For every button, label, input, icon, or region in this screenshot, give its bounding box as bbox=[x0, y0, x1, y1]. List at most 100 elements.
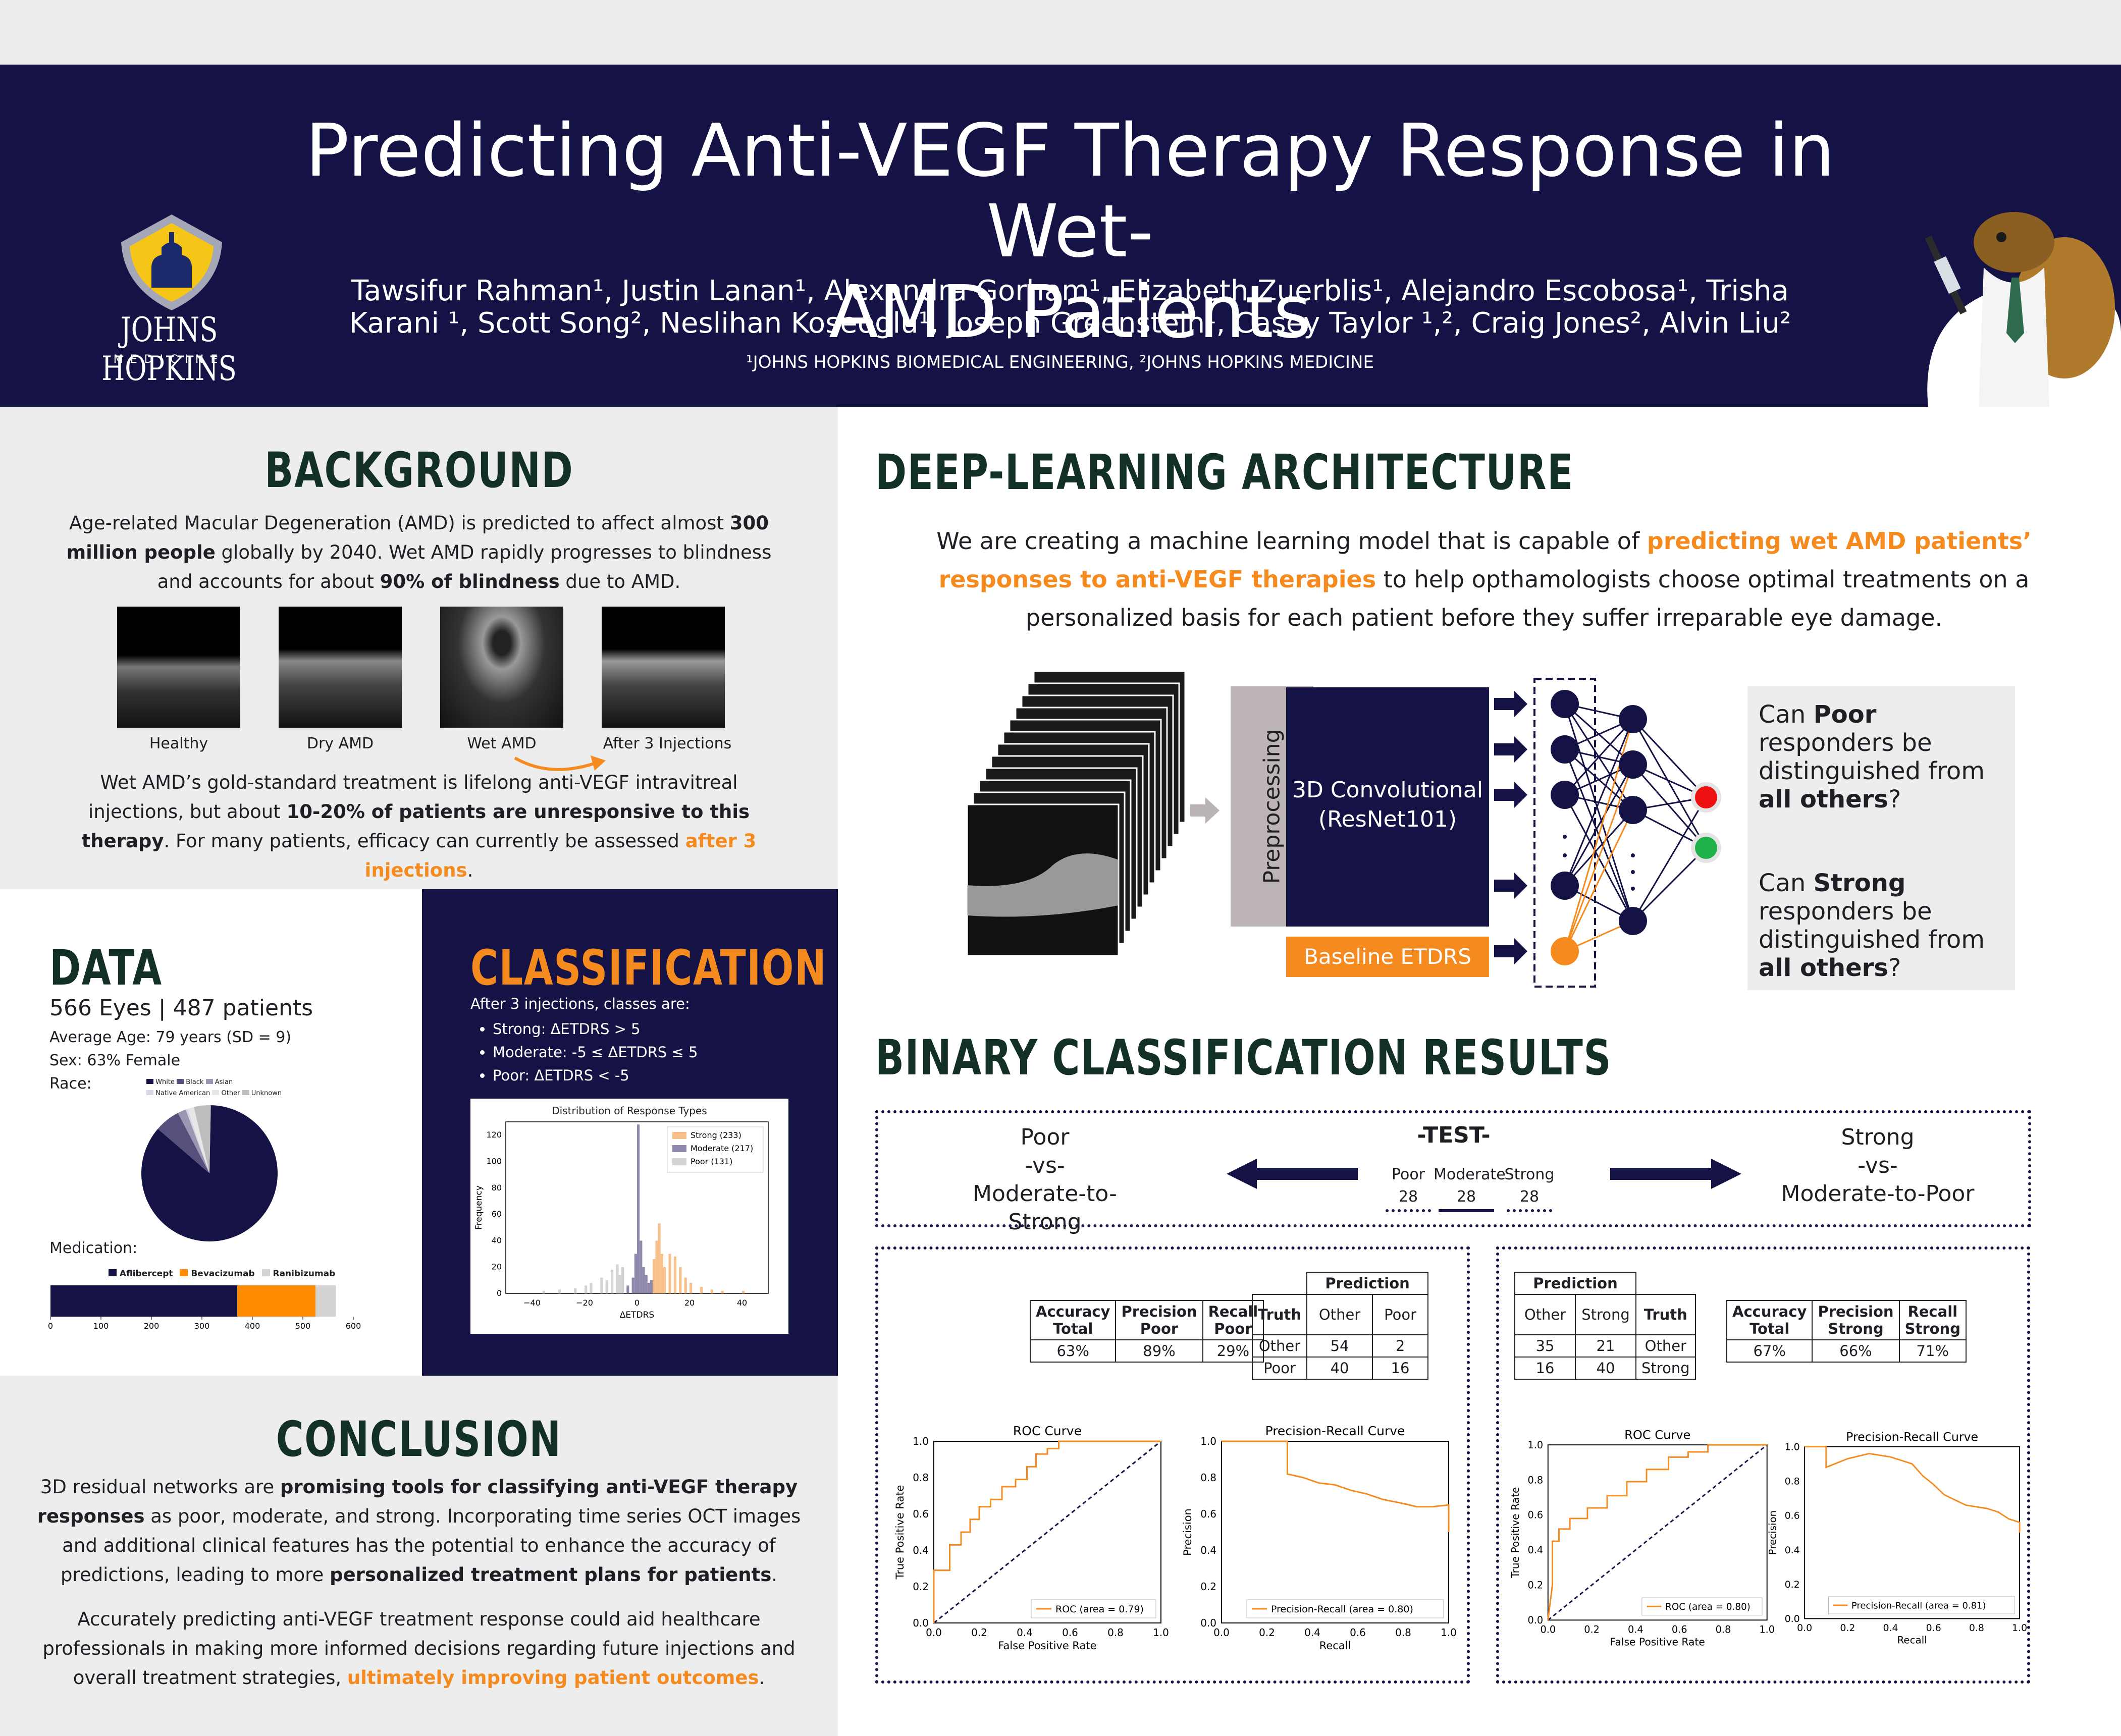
nn-out-edge-3-1 bbox=[1632, 847, 1707, 922]
curve-ytick-5: 1.0 bbox=[1528, 1439, 1544, 1451]
curve-title: Precision-Recall Curve bbox=[1846, 1430, 1978, 1444]
histogram-bar-1-5 bbox=[642, 1267, 645, 1293]
nn-edge-4-1 bbox=[1564, 764, 1634, 952]
oct-stack-icon bbox=[966, 670, 1186, 957]
nn-dot-1 bbox=[1563, 853, 1567, 857]
nn-hidden-dot-0 bbox=[1631, 853, 1635, 857]
curve-xtick-0: 0.0 bbox=[1797, 1622, 1812, 1634]
pangolin-doctor-icon bbox=[1925, 212, 2121, 407]
nn-edge-0-3 bbox=[1564, 703, 1634, 921]
medication-tick-label-4: 400 bbox=[245, 1321, 260, 1331]
curve-ytick-2: 0.4 bbox=[1528, 1544, 1544, 1556]
curve-ytick-5: 1.0 bbox=[1200, 1435, 1216, 1447]
curve-xtick-5: 1.0 bbox=[2012, 1622, 2027, 1634]
background-heading: BACKGROUND bbox=[264, 442, 574, 499]
histogram-bar-2-12 bbox=[721, 1290, 724, 1293]
histogram-bar-0-1 bbox=[558, 1289, 561, 1293]
question-poor: Can Poor responders be distinguished fro… bbox=[1759, 700, 1985, 813]
curve-line bbox=[1222, 1440, 1450, 1532]
histogram-bar-1-3 bbox=[637, 1124, 640, 1293]
histogram-bar-2-5 bbox=[668, 1254, 671, 1293]
right-title: Strong-vs-Moderate-to-Poor bbox=[1781, 1124, 1975, 1207]
race-slice-0 bbox=[141, 1105, 278, 1241]
hopkins-shield-icon bbox=[121, 214, 222, 310]
curve-diagonal bbox=[933, 1440, 1161, 1624]
histogram-bar-0-3 bbox=[585, 1285, 588, 1293]
nn-edge-2-0 bbox=[1564, 718, 1634, 796]
oct-image-healthy bbox=[117, 607, 240, 728]
authors: Tawsifur Rahman¹, Justin Lanan¹, Alexand… bbox=[349, 275, 1791, 340]
nn-out-edge-1-1 bbox=[1632, 764, 1707, 848]
histogram-ytick-0: 0 bbox=[497, 1288, 502, 1298]
arrow-right-icon bbox=[1610, 1159, 1741, 1189]
curve-xtick-1: 0.2 bbox=[1259, 1626, 1275, 1639]
nn-edge-3-1 bbox=[1564, 764, 1634, 886]
histogram-bar-2-8 bbox=[684, 1277, 687, 1293]
curve-xtick-2: 0.4 bbox=[1017, 1626, 1033, 1639]
curve-ylabel: Precision bbox=[1767, 1510, 1778, 1555]
classification-list: Strong: ΔETDRS > 5 Moderate: -5 ≤ ΔETDRS… bbox=[493, 1017, 698, 1087]
nn-hidden-node-0 bbox=[1619, 705, 1647, 733]
conv-label-line2: (ResNet101) bbox=[1318, 806, 1457, 832]
curve-ytick-4: 0.8 bbox=[913, 1472, 929, 1484]
logo-subtext: MEDICINE bbox=[113, 353, 225, 366]
histogram-xtick-0: −40 bbox=[523, 1298, 541, 1308]
histogram-bar-2-6 bbox=[673, 1256, 676, 1293]
left-roc-chart: ROC Curve0.00.00.20.20.40.40.60.60.80.81… bbox=[894, 1424, 1169, 1652]
arrow-to-preprocessing-icon bbox=[1190, 797, 1219, 824]
curve-ytick-3: 0.6 bbox=[1200, 1508, 1216, 1520]
nn-input-arrow-1 bbox=[1494, 736, 1527, 763]
curve-ytick-0: 0.0 bbox=[1200, 1617, 1216, 1629]
histogram-bar-2-7 bbox=[679, 1267, 682, 1293]
curve-xtick-0: 0.0 bbox=[1540, 1623, 1556, 1635]
histogram-ytick-1: 20 bbox=[492, 1262, 502, 1272]
curve-line bbox=[1547, 1444, 1767, 1620]
curve-legend-label: Precision-Recall (area = 0.81) bbox=[1851, 1601, 1986, 1611]
curve-title: ROC Curve bbox=[1624, 1428, 1690, 1442]
preprocessing-label: Preprocessing bbox=[1259, 729, 1285, 884]
label-after-injections: After 3 Injections bbox=[603, 735, 732, 752]
left-pr-chart: Precision-Recall Curve0.00.00.20.20.40.4… bbox=[1182, 1424, 1457, 1652]
curve-frame bbox=[1547, 1444, 1768, 1621]
right-column bbox=[838, 407, 2121, 1736]
histogram-bar-0-4 bbox=[590, 1283, 593, 1293]
curve-line bbox=[933, 1440, 1161, 1623]
histogram-bar-1-2 bbox=[634, 1254, 637, 1293]
histogram-legend-swatch-0 bbox=[672, 1132, 686, 1139]
medication-tick-label-6: 600 bbox=[346, 1321, 361, 1331]
curve-ytick-1: 0.2 bbox=[1528, 1580, 1544, 1591]
medication-segment-0 bbox=[50, 1285, 237, 1317]
histogram-xtick-3: 20 bbox=[684, 1298, 695, 1308]
nn-output-node-red bbox=[1695, 786, 1717, 808]
nn-hidden-node-3 bbox=[1619, 907, 1647, 935]
histogram-legend-label-0: Strong (233) bbox=[691, 1130, 741, 1140]
curve-xtick-0: 0.0 bbox=[926, 1626, 942, 1639]
questions-box: Can Poor responders be distinguished fro… bbox=[1747, 686, 2015, 990]
curve-frame bbox=[1221, 1441, 1449, 1623]
race-label: Race: bbox=[49, 1075, 92, 1093]
nn-hidden-node-1 bbox=[1619, 750, 1647, 779]
histogram-bar-0-10 bbox=[621, 1267, 624, 1293]
histogram-legend-swatch-1 bbox=[672, 1145, 686, 1152]
histogram-ytick-4: 80 bbox=[492, 1183, 502, 1192]
nn-input-arrow-2 bbox=[1494, 782, 1527, 808]
oct-image-row: Healthy Dry AMD Wet AMD After 3 Injectio… bbox=[0, 607, 838, 771]
curve-xtick-1: 0.2 bbox=[1840, 1622, 1855, 1634]
curve-ytick-1: 0.2 bbox=[1785, 1579, 1800, 1590]
class-poor: Poor: ΔETDRS < -5 bbox=[493, 1064, 698, 1087]
curve-legend-label: ROC (area = 0.79) bbox=[1055, 1604, 1144, 1615]
histogram-bar-2-10 bbox=[700, 1286, 703, 1293]
curve-ytick-5: 1.0 bbox=[1785, 1441, 1800, 1452]
histogram-bar-0-5 bbox=[600, 1277, 603, 1293]
nn-input-node-1 bbox=[1551, 735, 1579, 764]
medication-segment-1 bbox=[237, 1285, 315, 1317]
nn-dot-0 bbox=[1563, 835, 1567, 839]
histogram-bar-0-6 bbox=[605, 1280, 608, 1293]
